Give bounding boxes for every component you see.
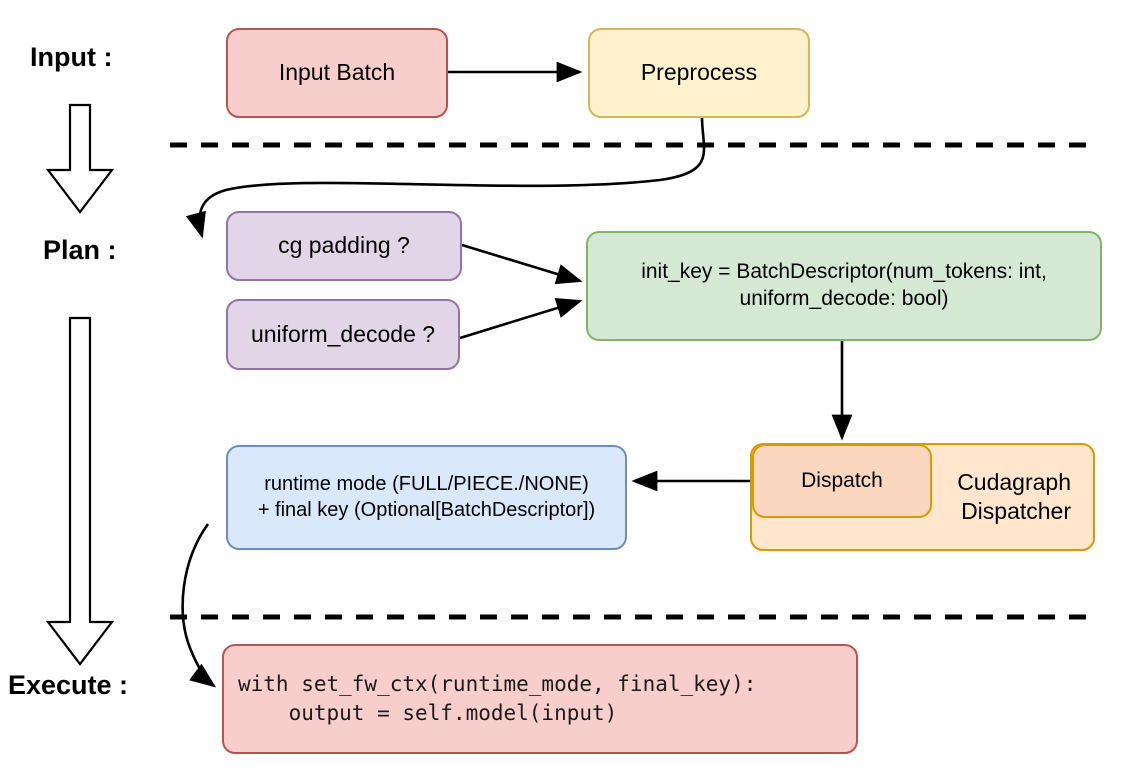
node-init-key[interactable]: init_key = BatchDescriptor(num_tokens: i… bbox=[586, 231, 1102, 341]
node-cudagraph-dispatcher-line-1: Cudagraph bbox=[957, 468, 1071, 495]
node-input-batch-label: Input Batch bbox=[278, 59, 396, 86]
node-uniform-decode-label: uniform_decode ? bbox=[250, 320, 436, 347]
node-preprocess[interactable]: Preprocess bbox=[588, 28, 810, 118]
node-runtime-mode-line-1: runtime mode (FULL/PIECE./NONE) bbox=[264, 472, 589, 495]
node-runtime-mode[interactable]: runtime mode (FULL/PIECE./NONE) + final … bbox=[226, 445, 627, 550]
plan-to-execute-arrow bbox=[45, 316, 115, 666]
stage-label-plan: Plan : bbox=[43, 235, 117, 265]
node-cg-padding[interactable]: cg padding ? bbox=[226, 211, 462, 281]
stage-label-input: Input : bbox=[30, 42, 113, 72]
node-runtime-mode-line-2: + final key (Optional[BatchDescriptor]) bbox=[257, 498, 596, 521]
execute-code-line-2: output = self.model(input) bbox=[238, 701, 618, 725]
node-preprocess-label: Preprocess bbox=[640, 59, 758, 86]
node-dispatch[interactable]: Dispatch bbox=[752, 444, 932, 518]
node-dispatch-label: Dispatch bbox=[801, 468, 883, 492]
node-input-batch[interactable]: Input Batch bbox=[226, 28, 448, 118]
stage-label-execute: Execute : bbox=[8, 670, 129, 700]
uniform-decode-to-init-key-edge bbox=[459, 297, 583, 340]
node-init-key-line-2: uniform_decode: bool) bbox=[739, 287, 949, 310]
node-cg-padding-label: cg padding ? bbox=[278, 232, 410, 259]
node-init-key-line-1: init_key = BatchDescriptor(num_tokens: i… bbox=[641, 260, 1047, 284]
node-uniform-decode[interactable]: uniform_decode ? bbox=[226, 299, 460, 370]
node-execute-code[interactable]: with set_fw_ctx(runtime_mode, final_key)… bbox=[222, 644, 858, 754]
runtime-mode-to-execute-code-edge bbox=[181, 523, 217, 688]
execute-code-line-1: with set_fw_ctx(runtime_mode, final_key)… bbox=[238, 672, 757, 697]
cg-padding-to-init-key-edge bbox=[461, 243, 583, 285]
node-cudagraph-dispatcher-line-2: Dispatcher bbox=[961, 498, 1071, 524]
input-to-plan-arrow bbox=[45, 103, 115, 214]
